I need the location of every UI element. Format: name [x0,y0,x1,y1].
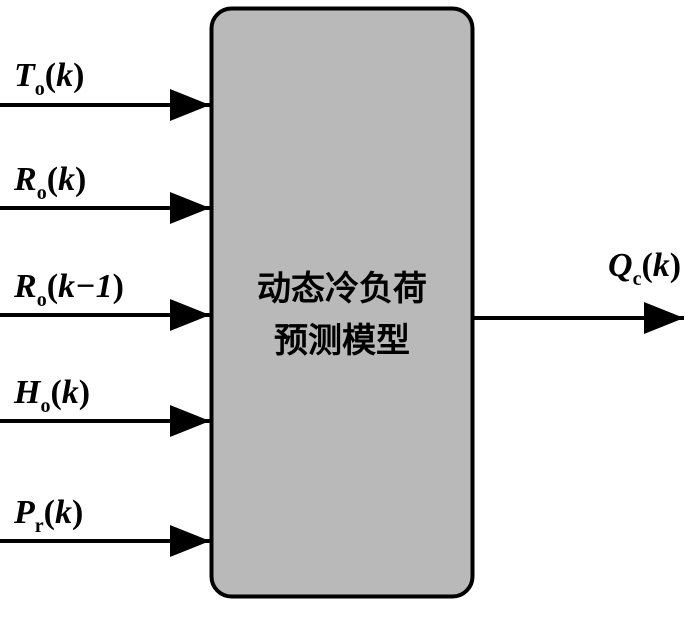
output-label-qc: Qc(k) [608,247,681,290]
input-label-ho: Ho(k) [13,374,90,417]
box-title-line1: 动态冷负荷 [257,269,427,309]
input-label-ro: Ro(k) [13,161,86,204]
box-title-line2: 预测模型 [274,321,410,361]
input-label-to: To(k) [14,57,84,100]
input-label-ro-prev: Ro(k−1) [13,268,124,311]
prediction-model-box [209,6,475,599]
input-label-pr: Pr(k) [13,494,83,537]
